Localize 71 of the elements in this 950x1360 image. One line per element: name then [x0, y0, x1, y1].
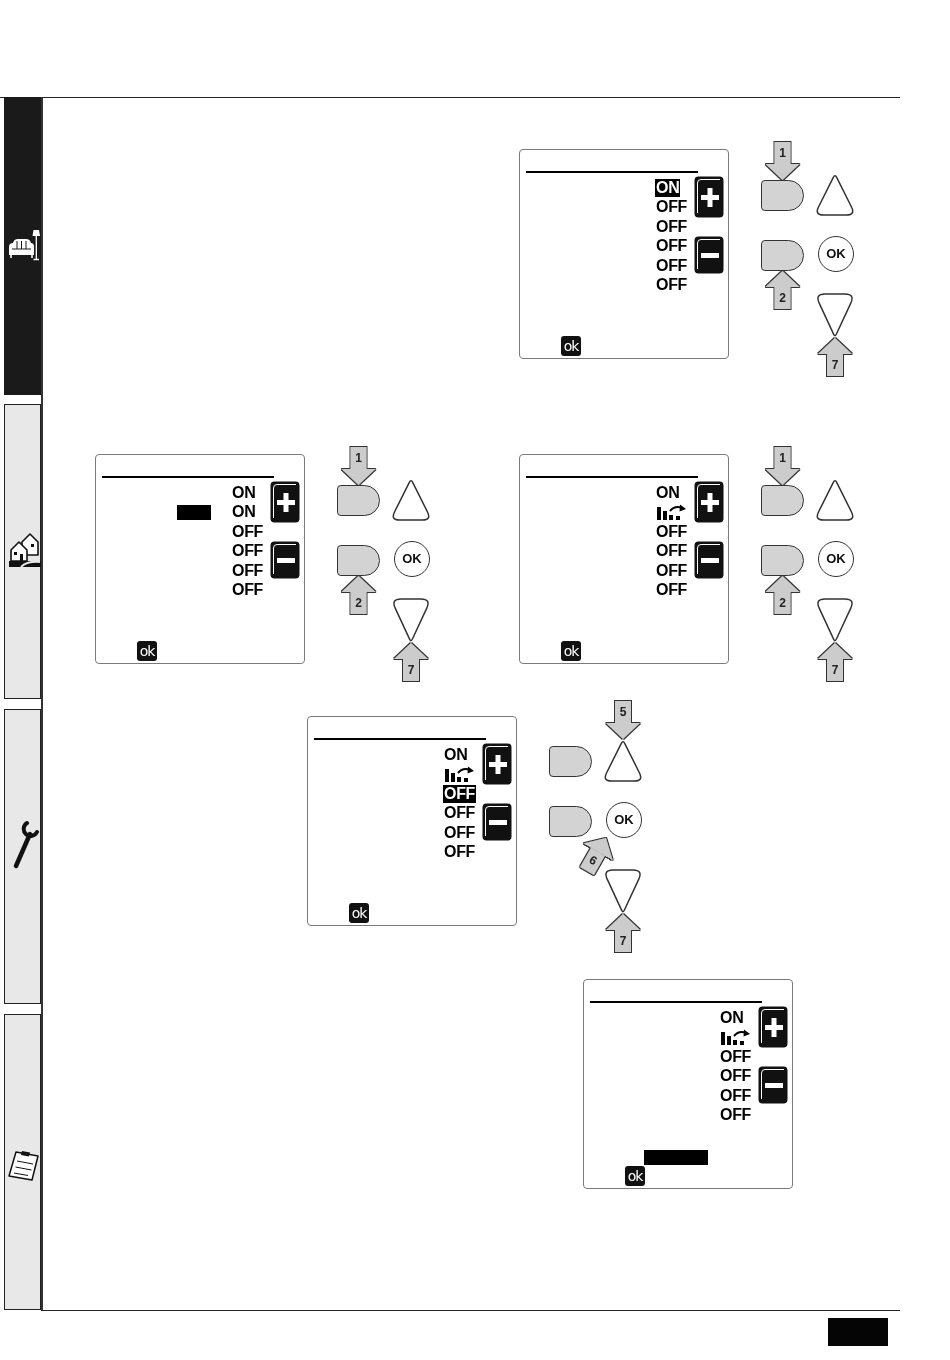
function-key — [337, 485, 380, 516]
function-key — [549, 806, 592, 837]
ok-key: OK — [394, 541, 430, 577]
edge-label: 7 — [829, 663, 841, 677]
status-value: OFF — [655, 237, 689, 256]
selected-value: ON — [655, 179, 681, 197]
status-value: OFF — [655, 561, 689, 580]
block-arrow — [818, 643, 852, 681]
ok-badge: ok — [349, 903, 369, 923]
block-arrow — [818, 338, 852, 376]
ok-key: OK — [818, 541, 854, 577]
block-arrow — [394, 643, 428, 681]
block-arrow — [765, 271, 800, 309]
status-value: OFF — [719, 1067, 753, 1086]
edge-label: 7 — [617, 934, 629, 948]
status-value: OFF — [655, 522, 689, 541]
edge-label: 5 — [617, 705, 629, 719]
status-value: ON — [655, 484, 681, 502]
status-value: OFF — [231, 522, 265, 541]
block-arrow — [765, 576, 800, 614]
block-arrow — [606, 914, 640, 952]
function-key — [761, 485, 804, 516]
ok-badge: ok — [561, 336, 581, 356]
ok-badge: ok — [137, 641, 157, 661]
block-arrow — [341, 447, 376, 485]
ok-badge: ok — [625, 1166, 645, 1186]
function-key — [761, 180, 804, 211]
status-value: OFF — [443, 823, 477, 842]
block-arrow — [765, 447, 800, 485]
edge-label: 7 — [405, 663, 417, 677]
status-value: OFF — [655, 217, 689, 236]
edge-label: 1 — [777, 146, 788, 160]
status-value: OFF — [231, 542, 265, 561]
status-value: OFF — [655, 581, 689, 599]
function-key — [761, 545, 804, 576]
function-key — [761, 240, 804, 271]
status-value: OFF — [231, 581, 265, 599]
status-value: OFF — [443, 843, 477, 861]
status-value: OFF — [231, 561, 265, 580]
status-value: OFF — [655, 256, 689, 275]
status-value: OFF — [443, 804, 477, 823]
status-value: ON — [443, 746, 469, 764]
selected-value: OFF — [443, 784, 477, 803]
edge-label: 2 — [777, 596, 788, 610]
function-key — [549, 746, 592, 777]
lcd-screen — [519, 454, 729, 664]
ok-badge: ok — [561, 641, 581, 661]
block-arrow — [606, 701, 640, 739]
status-value: OFF — [655, 276, 689, 294]
block-arrow — [341, 576, 376, 614]
status-value: ON — [231, 503, 257, 522]
ok-key: OK — [818, 236, 854, 272]
lcd-screen — [583, 979, 793, 1189]
block-arrow — [765, 142, 800, 180]
function-key — [337, 545, 380, 576]
edge-label: 2 — [777, 291, 788, 305]
ok-key: OK — [606, 802, 642, 838]
edge-label: 1 — [353, 451, 364, 465]
lcd-screen — [519, 149, 729, 359]
status-value: OFF — [655, 198, 689, 217]
status-value: ON — [719, 1009, 745, 1027]
status-value: ON — [231, 484, 257, 502]
status-value: OFF — [719, 1106, 753, 1124]
status-value: OFF — [655, 542, 689, 561]
edge-label: 2 — [353, 596, 364, 610]
edge-label: 7 — [829, 358, 841, 372]
lcd-screen — [95, 454, 305, 664]
status-value: OFF — [719, 1086, 753, 1105]
status-value: OFF — [719, 1047, 753, 1066]
lcd-screen — [307, 716, 517, 926]
edge-label: 1 — [777, 451, 788, 465]
